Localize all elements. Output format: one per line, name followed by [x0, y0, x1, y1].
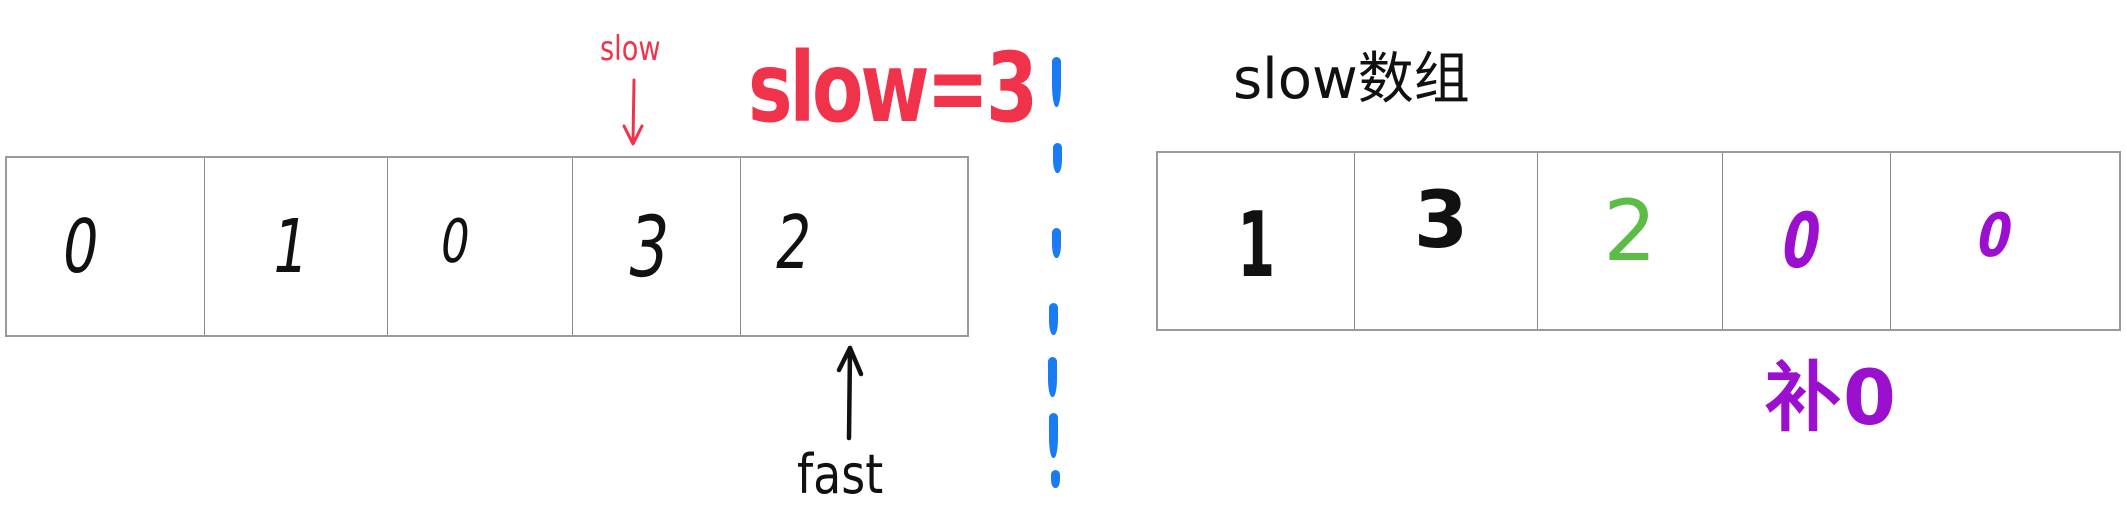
fast-pointer-label: fast	[797, 443, 884, 506]
arrow-up-icon	[836, 345, 864, 441]
slow-equation: slow=3	[748, 32, 1038, 144]
cell-value: 0	[1970, 201, 2020, 271]
cell-value: 0	[1775, 196, 1828, 285]
cell-value: 1	[1237, 193, 1275, 298]
slow-array-cell: 1	[1158, 153, 1355, 329]
cell-value: 3	[1413, 176, 1469, 266]
pad-zero-annotation: 补0	[1765, 353, 1898, 442]
slow-pointer-label: slow	[600, 29, 661, 69]
left-array-cell: 0	[7, 158, 205, 335]
cell-value: 3	[622, 197, 676, 296]
left-array: 0 1 0 3 2	[5, 156, 969, 337]
cell-value: 2	[1603, 182, 1657, 280]
arrow-down-icon	[622, 78, 644, 146]
slow-array-cell: 0	[1891, 153, 2119, 329]
slow-array-cell: 2	[1538, 153, 1723, 329]
slow-array-cell: 0	[1723, 153, 1891, 329]
slow-array: 1 3 2 0 0	[1156, 151, 2121, 331]
left-array-cell: 3	[573, 158, 741, 335]
cell-value: 0	[435, 206, 475, 277]
slow-array-title: slow数组	[1233, 47, 1470, 112]
cell-value: 1	[267, 203, 315, 290]
cell-value: 0	[56, 203, 105, 290]
left-array-cell: 1	[205, 158, 388, 335]
left-array-cell: 0	[388, 158, 573, 335]
cell-value: 2	[770, 199, 818, 286]
slow-array-cell: 3	[1355, 153, 1538, 329]
left-array-cell: 2	[741, 158, 967, 335]
